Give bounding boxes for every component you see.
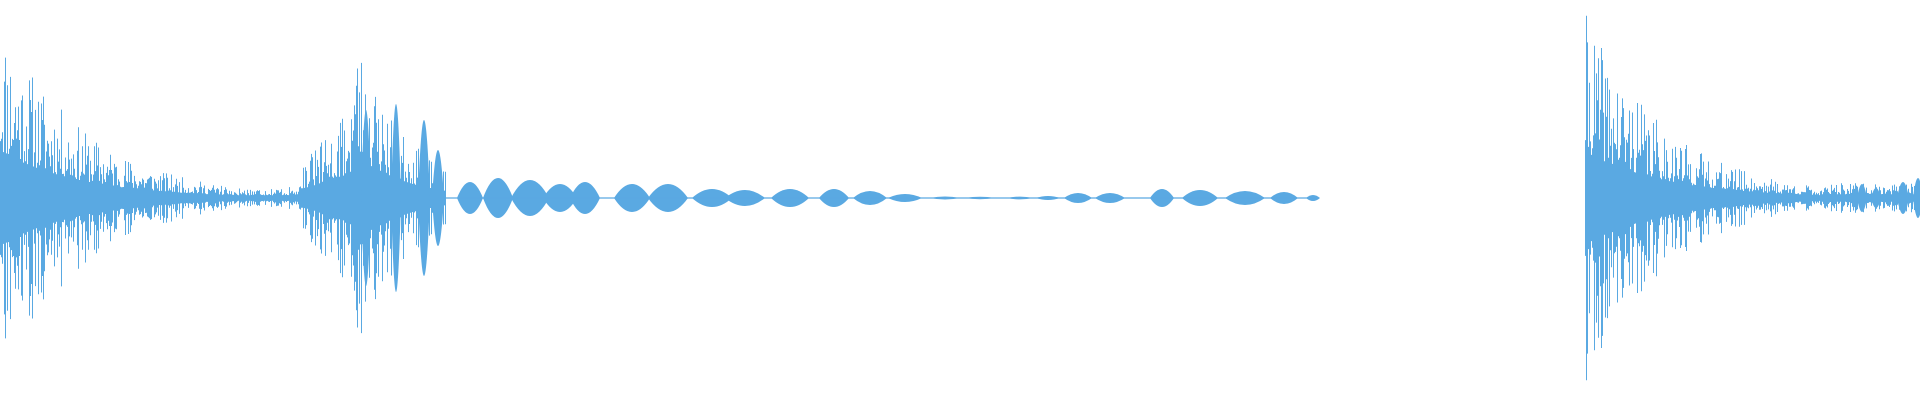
waveform-spikes (300, 118, 353, 278)
waveform-bubble (361, 110, 371, 286)
waveform-bubble (1897, 182, 1909, 214)
waveform-burst-3 (1585, 15, 1920, 381)
waveform-bubble-train (445, 178, 1320, 218)
waveform-bubble (418, 120, 430, 276)
waveform-bubble (1913, 178, 1920, 218)
waveform-bubble (1871, 188, 1881, 208)
waveform-burst-1 (0, 57, 301, 339)
waveform-spikes (1585, 15, 1821, 381)
waveform-bubble (391, 104, 401, 292)
waveform-bubble (432, 150, 444, 246)
waveform-bubble (1857, 184, 1867, 212)
waveform-burst-2 (300, 62, 446, 334)
waveform-spikes (0, 57, 226, 339)
waveform-spikes (225, 187, 301, 209)
